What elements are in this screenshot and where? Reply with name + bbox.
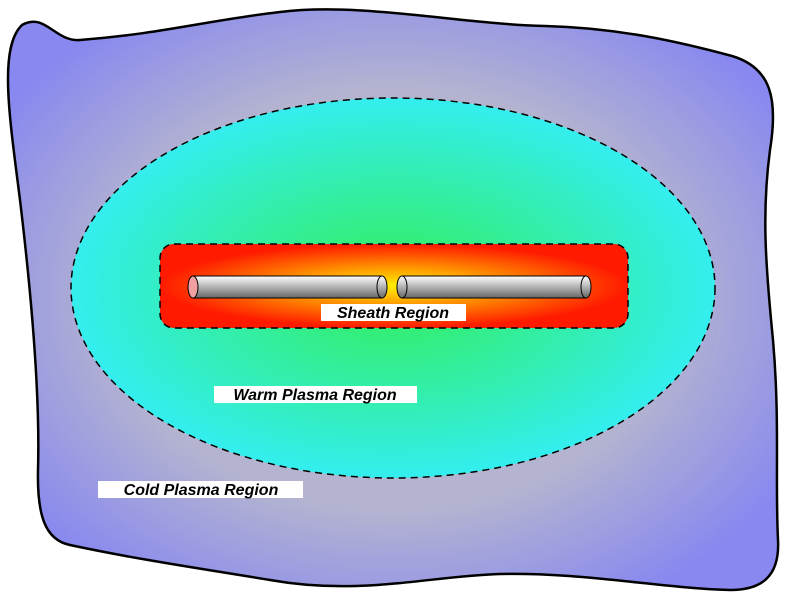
warm-label-background bbox=[214, 386, 417, 403]
warm-label-text: Warm Plasma Region bbox=[233, 387, 397, 404]
right-rod-left-cap bbox=[396, 275, 408, 299]
right-rod-body bbox=[401, 275, 587, 299]
cold-label-text: Cold Plasma Region bbox=[124, 482, 279, 499]
sheath-label-text: Sheath Region bbox=[337, 305, 449, 322]
left-rod-end-face bbox=[187, 275, 199, 299]
sheath-label-background bbox=[321, 304, 466, 321]
warm-label: Warm Plasma Region bbox=[214, 386, 417, 404]
left-rod bbox=[187, 275, 388, 299]
left-rod-right-cap bbox=[376, 275, 388, 299]
right-rod bbox=[396, 275, 592, 299]
left-rod-body bbox=[192, 275, 383, 299]
cold-label: Cold Plasma Region bbox=[98, 481, 303, 499]
right-rod-right-cap bbox=[580, 275, 592, 299]
sheath-label: Sheath Region bbox=[321, 304, 466, 322]
cold-label-background bbox=[98, 481, 303, 498]
sheath-region bbox=[159, 243, 629, 329]
